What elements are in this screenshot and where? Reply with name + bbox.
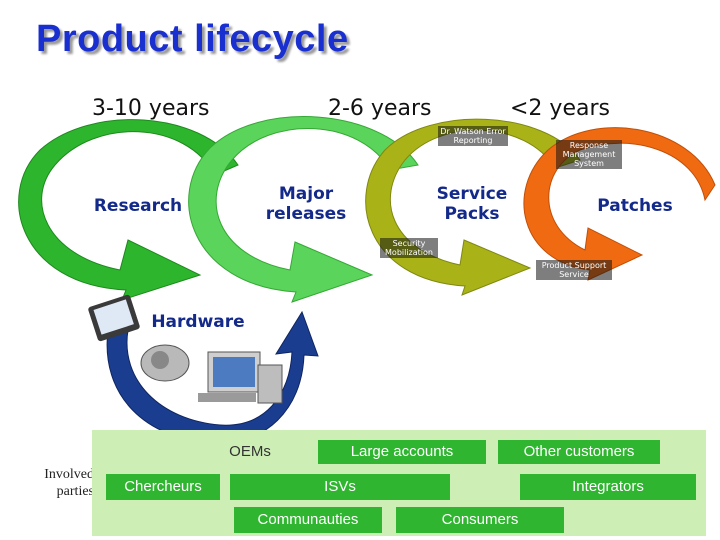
dr-watson-callout: Dr. Watson Error Reporting [438, 126, 508, 146]
product-support-callout: Product Support Service [536, 260, 612, 280]
research-arrow [18, 119, 239, 301]
stage-patches: Patches [597, 196, 673, 216]
stage-major-releases: Major releases [265, 184, 347, 224]
major-years-label: 2-6 years [328, 96, 432, 121]
response-system-callout: Response Management System [556, 140, 622, 169]
party-integrators: Integrators [520, 474, 696, 500]
stage-hardware: Hardware [151, 312, 245, 332]
major-releases-arrow [188, 116, 419, 303]
hardware-arrow [106, 310, 319, 444]
party-large-accounts: Large accounts [318, 440, 486, 464]
stage-research: Research [93, 196, 183, 216]
party-communauties: Communauties [234, 507, 382, 533]
party-isvs: ISVs [230, 474, 450, 500]
page-title: Product lifecycle [36, 18, 349, 60]
patch-years-label: <2 years [510, 96, 610, 121]
party-oems: OEMs [220, 440, 280, 464]
party-other-customers: Other customers [498, 440, 660, 464]
research-years-label: 3-10 years [92, 96, 210, 121]
party-consumers: Consumers [396, 507, 564, 533]
party-chercheurs: Chercheurs [106, 474, 220, 500]
security-mobilization-callout: Security Mobilization [380, 238, 438, 258]
pda-device-icon [88, 294, 140, 342]
stage-service-packs: Service Packs [436, 184, 508, 224]
involved-parties-label: Involved parties [44, 467, 94, 499]
computer-icon [198, 351, 283, 404]
hard-drive-icon [140, 344, 190, 382]
